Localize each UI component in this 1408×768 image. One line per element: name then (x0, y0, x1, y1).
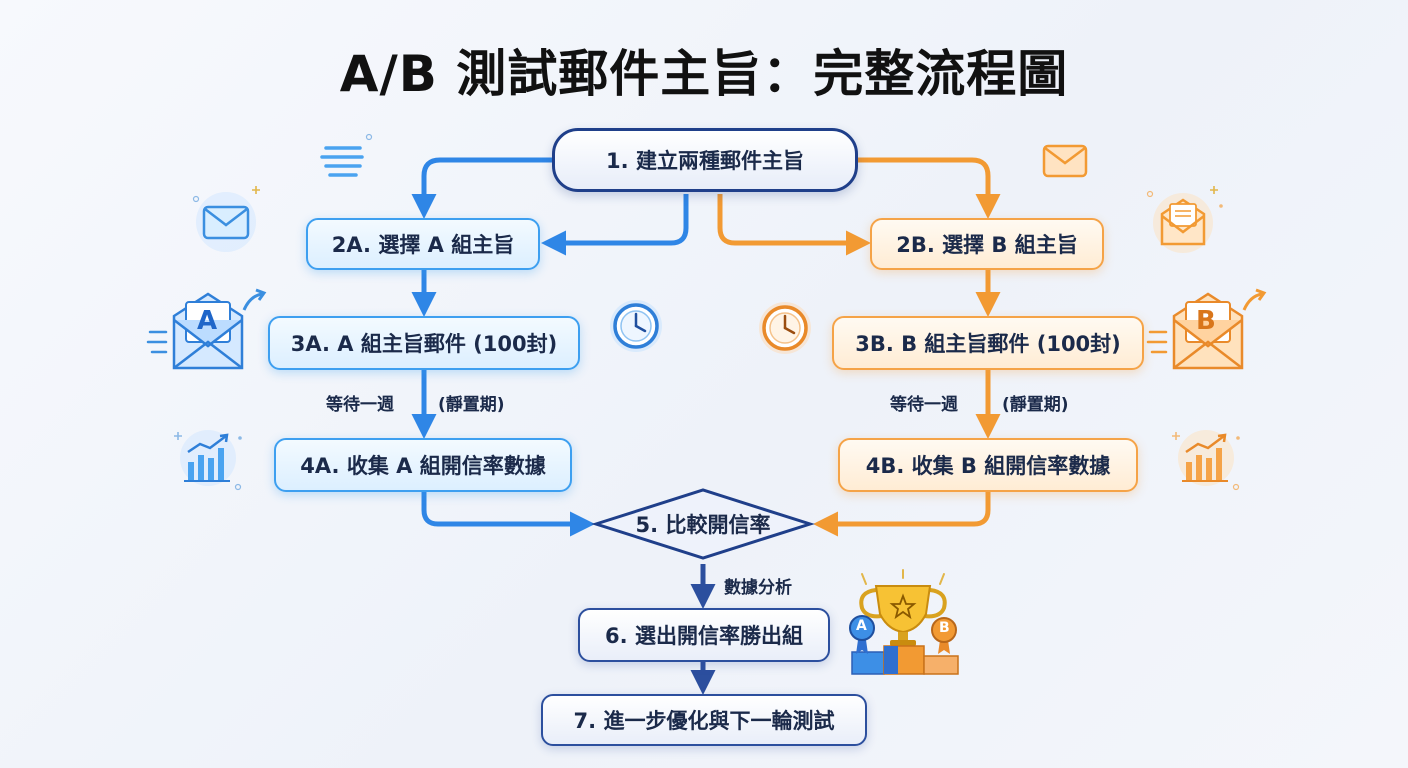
medal-a-icon (849, 615, 875, 654)
medal-b-letter: B (939, 620, 950, 636)
data-analysis-label: 數據分析 (724, 578, 792, 598)
medal-a-letter: A (856, 618, 867, 634)
step-2a-select-a: 2A. 選擇 A 組主旨 (306, 218, 540, 270)
clock-icon-left (610, 300, 662, 352)
page-title: A/B 測試郵件主旨：完整流程圖 (339, 45, 1069, 103)
connector-1-to-2b-inner (717, 194, 871, 256)
step-4a-collect-a: 4A. 收集 A 組開信率數據 (274, 438, 572, 492)
step-1-create-subjects: 1. 建立兩種郵件主旨 (552, 128, 858, 192)
connector-1-to-2a-inner (541, 194, 689, 256)
medal-b-icon (931, 617, 957, 654)
envelope-b-letter: B (1196, 306, 1216, 336)
quiet-period-label-b: (靜置期) (1002, 395, 1069, 415)
connector-4a-to-5 (421, 492, 595, 537)
trophy-icon (859, 569, 947, 646)
bar-chart-icon-right (1172, 430, 1240, 491)
step-5-compare: 5. 比較開信率 (635, 513, 771, 537)
quiet-period-label-a: (靜置期) (438, 395, 505, 415)
step-3a-send-a: 3A. A 組主旨郵件 (100封) (268, 316, 580, 370)
podium-icon (851, 645, 959, 675)
wait-label-a: 等待一週 (326, 395, 394, 415)
envelope-a-letter: A (197, 306, 218, 336)
step-7-optimize-next: 7. 進一步優化與下一輪測試 (541, 694, 867, 746)
step-4b-collect-b: 4B. 收集 B 組開信率數據 (838, 438, 1138, 492)
open-envelope-icon-right (1146, 186, 1223, 253)
connector-1-to-2b-right (858, 157, 1001, 219)
envelope-icon-right-top (1042, 144, 1088, 178)
envelope-b-icon (1146, 288, 1267, 370)
step-2b-select-b: 2B. 選擇 B 組主旨 (870, 218, 1104, 270)
connector-4b-to-5 (813, 492, 991, 537)
step-3b-send-b: 3B. B 組主旨郵件 (100封) (832, 316, 1144, 370)
bar-chart-icon-left (174, 430, 242, 491)
connector-1-to-2a-left (411, 157, 552, 219)
wait-label-b: 等待一週 (890, 395, 958, 415)
list-lines-icon (320, 133, 373, 177)
envelope-icon-left (192, 186, 260, 252)
step-6-pick-winner: 6. 選出開信率勝出組 (578, 608, 830, 662)
clock-icon-right (759, 302, 811, 354)
envelope-a-icon (146, 288, 267, 370)
decision-diamond (591, 488, 815, 560)
